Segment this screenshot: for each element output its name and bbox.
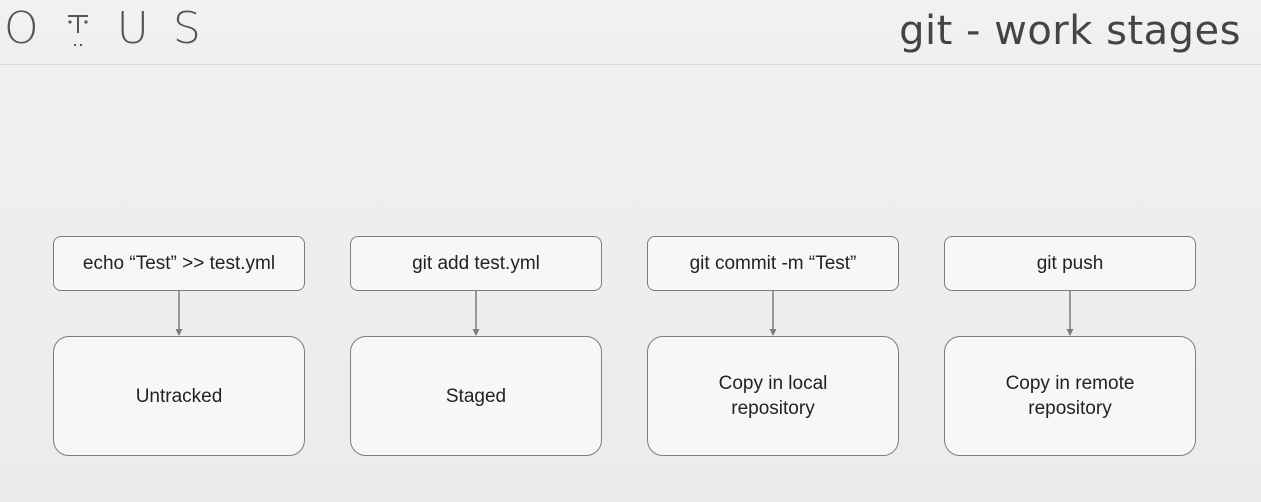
arrow-down-icon <box>174 291 184 336</box>
command-box-git-add: git add test.yml <box>350 236 602 291</box>
slide-header: O U S git - work stages <box>0 0 1261 65</box>
arrow-down-icon <box>768 291 778 336</box>
slide-title: git - work stages <box>899 8 1241 54</box>
logo-letter-s: S <box>172 3 201 54</box>
stage-box-local-repository: Copy in local repository <box>647 336 899 456</box>
logo-letter-u: U <box>116 3 149 54</box>
command-box-git-push: git push <box>944 236 1196 291</box>
arrow-down-icon <box>1065 291 1075 336</box>
otus-logo: O U S <box>4 4 201 54</box>
owl-glyph-icon <box>67 15 88 46</box>
arrow-down-icon <box>471 291 481 336</box>
command-box-echo: echo “Test” >> test.yml <box>53 236 305 291</box>
logo-letter-o: O <box>4 3 39 54</box>
stage-box-untracked: Untracked <box>53 336 305 456</box>
command-box-git-commit: git commit -m “Test” <box>647 236 899 291</box>
stage-box-staged: Staged <box>350 336 602 456</box>
stage-box-remote-repository: Copy in remote repository <box>944 336 1196 456</box>
